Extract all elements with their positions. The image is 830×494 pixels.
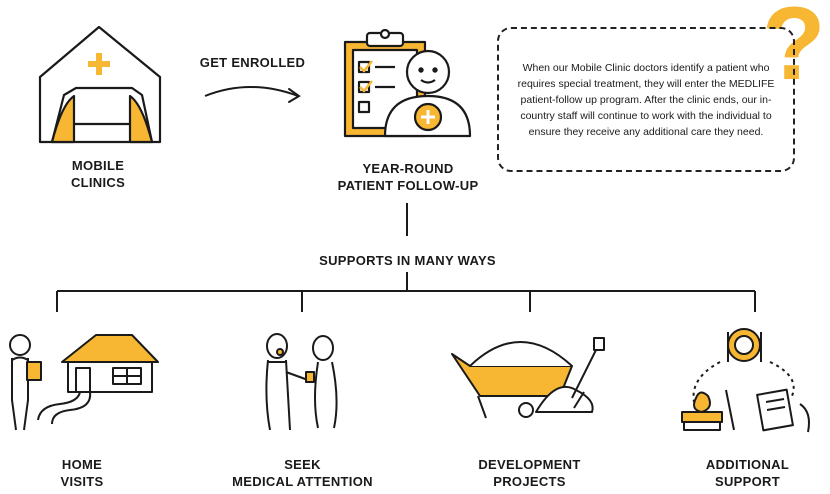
branch-label: SUPPORTS IN MANY WAYS: [319, 253, 496, 268]
medical-attention-line-1: SEEK: [284, 457, 321, 472]
medical-attention-label: SEEK MEDICAL ATTENTION: [220, 456, 385, 490]
enroll-arrow: [204, 86, 299, 97]
home-visit-icon: [9, 334, 159, 431]
connector-lines: [56, 203, 756, 312]
followup-note-text: When our Mobile Clinic doctors identify …: [517, 61, 775, 138]
mobile-clinic-icon: [38, 25, 162, 144]
followup-line-2: PATIENT FOLLOW-UP: [337, 178, 479, 193]
get-enrolled-label: GET ENROLLED: [199, 55, 306, 70]
home-visits-line-2: VISITS: [60, 474, 104, 489]
doctor-patient-icon: [265, 333, 338, 431]
medical-attention-line-2: MEDICAL ATTENTION: [232, 474, 373, 489]
mobile-clinics-line-2: CLINICS: [70, 175, 126, 190]
followup-note-box: When our Mobile Clinic doctors identify …: [497, 27, 795, 172]
followup-line-1: YEAR-ROUND: [362, 161, 454, 176]
followup-label: YEAR-ROUND PATIENT FOLLOW-UP: [318, 160, 498, 194]
wheelbarrow-shovel-icon: [451, 337, 605, 419]
development-projects-label: DEVELOPMENT PROJECTS: [462, 456, 597, 490]
mobile-clinics-label: MOBILE CLINICS: [48, 157, 148, 191]
development-projects-line-1: DEVELOPMENT: [478, 457, 581, 472]
clipboard-patient-icon: [343, 28, 472, 138]
food-books-letter-icon: [681, 328, 810, 433]
additional-support-label: ADDITIONAL SUPPORT: [690, 456, 805, 490]
mobile-clinics-line-1: MOBILE: [71, 158, 125, 173]
additional-support-line-2: SUPPORT: [715, 474, 780, 489]
development-projects-line-2: PROJECTS: [493, 474, 566, 489]
additional-support-line-1: ADDITIONAL: [705, 457, 790, 472]
home-visits-line-1: HOME: [61, 457, 103, 472]
home-visits-label: HOME VISITS: [32, 456, 132, 490]
